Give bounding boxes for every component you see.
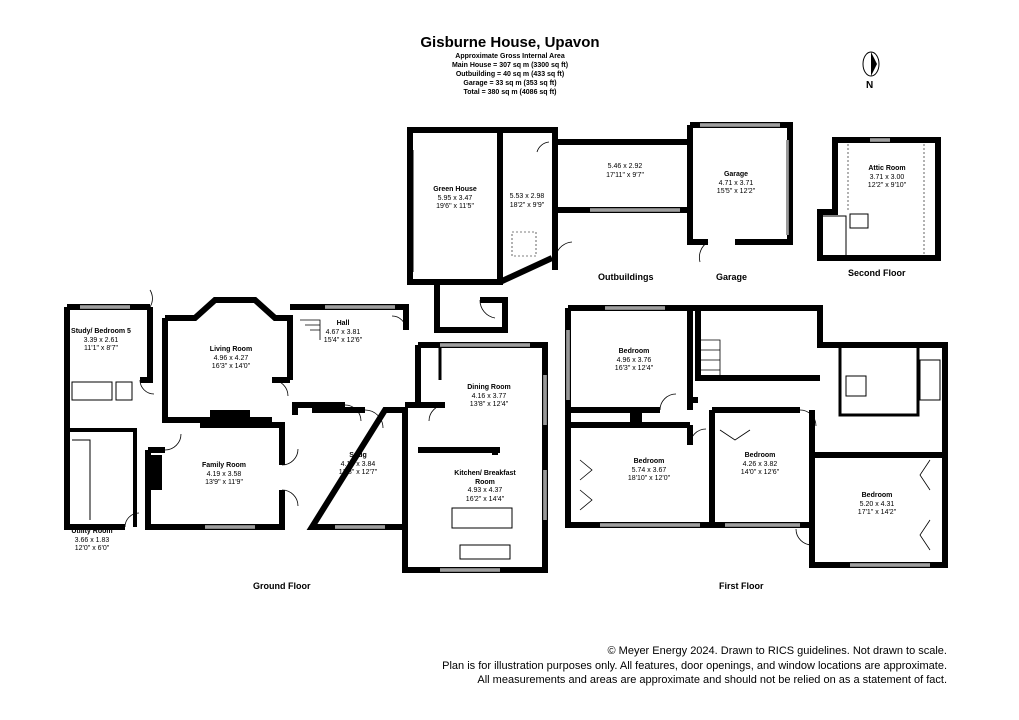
room-metric: 4.71 x 3.71: [718, 179, 754, 187]
room-metric: 4.19 x 3.58: [206, 470, 242, 478]
room-imperial: 15'4" x 12'6": [323, 337, 363, 344]
compass-label: N: [866, 80, 874, 91]
disclaimer-line-2: All measurements and areas are approxima…: [477, 674, 947, 686]
room-name: Bedroom: [633, 458, 665, 465]
room-metric: 5.20 x 4.31: [859, 500, 895, 508]
room-metric: 4.96 x 3.76: [616, 356, 652, 364]
room-metric: 5.46 x 2.92: [607, 163, 643, 170]
room-metric: 3.71 x 3.00: [869, 173, 905, 181]
outbuildings-walls: [407, 122, 793, 333]
room-name: Snug: [349, 452, 367, 459]
area-total: Total = 380 sq m (4086 sq ft): [463, 89, 557, 96]
room-metric: 3.39 x 2.61: [83, 336, 119, 344]
room-name: Kitchen/ Breakfast Room: [454, 470, 516, 486]
outbuildings-label: Outbuildings: [598, 272, 654, 282]
room-imperial: 18'10" x 12'0": [627, 475, 671, 482]
room-name: Living Room: [209, 346, 253, 353]
north-arrow-icon: [862, 51, 880, 77]
room-imperial: 12'0" x 6'0": [74, 545, 110, 552]
room-metric: 4.67 x 3.81: [325, 328, 361, 336]
disclaimer: © Meyer Energy 2024. Drawn to RICS guide…: [442, 644, 947, 688]
room-name: Bedroom: [744, 452, 776, 459]
room-imperial: 16'2" x 14'4": [465, 495, 505, 503]
room-metric: 5.95 x 3.47: [437, 194, 473, 202]
room-imperial: 12'2" x 9'10": [867, 182, 907, 189]
plan-subtitle: Approximate Gross Internal Area: [455, 53, 565, 60]
room-name: Attic Room: [868, 165, 906, 172]
room-imperial: 17'1" x 14'2": [857, 509, 897, 516]
room-imperial: 19'6" x 11'5": [436, 203, 474, 210]
room-name: Bedroom: [861, 492, 893, 499]
room-name: Hall: [336, 320, 350, 327]
room-imperial: 13'9" x 11'9": [205, 479, 243, 486]
garage-label: Garage: [716, 272, 748, 282]
room-imperial: 17'11" x 9'7": [606, 171, 644, 179]
area-main-house: Main House = 307 sq m (3300 sq ft): [451, 62, 569, 69]
room-metric: 4.26 x 3.82: [742, 460, 778, 468]
room-imperial: 13'8" x 12'4": [469, 401, 509, 408]
second-floor-label: Second Floor: [848, 268, 906, 278]
first-floor-walls: [565, 305, 948, 568]
first-floor-label: First Floor: [719, 581, 764, 591]
room-metric: 3.66 x 1.83: [74, 536, 110, 544]
plan-title: Gisburne House, Upavon: [420, 34, 600, 51]
disclaimer-line-1: Plan is for illustration purposes only. …: [442, 659, 947, 672]
room-name: Bedroom: [618, 348, 650, 355]
room-metric: 5.53 x 2.98: [509, 193, 545, 200]
area-garage: Garage = 33 sq m (353 sq ft): [463, 80, 557, 87]
room-name: Dining Room: [467, 384, 511, 391]
room-imperial: 11'1" x 8'7": [84, 345, 118, 352]
room-metric: 4.16 x 3.84: [340, 460, 376, 468]
copyright-line: © Meyer Energy 2024. Drawn to RICS guide…: [607, 645, 948, 657]
room-metric: 4.93 x 4.37: [467, 487, 503, 494]
area-outbuilding: Outbuilding = 40 sq m (433 sq ft): [455, 71, 565, 78]
room-imperial: 18'2" x 9'9": [509, 201, 545, 209]
room-imperial: 16'3" x 14'0": [211, 363, 251, 370]
room-imperial: 13'8" x 12'7": [338, 469, 378, 476]
room-name: Green House: [433, 186, 477, 193]
room-metric: 4.16 x 3.77: [471, 392, 507, 400]
second-floor-walls: [817, 137, 941, 261]
room-metric: 4.96 x 4.27: [213, 354, 249, 362]
plan-header: Gisburne House, Upavon Approximate Gross…: [310, 34, 710, 97]
room-imperial: 14'0" x 12'6": [740, 469, 780, 476]
ground-floor-label: Ground Floor: [253, 581, 311, 591]
ground-floor-walls: [64, 289, 548, 573]
room-name: Garage: [723, 171, 749, 178]
room-imperial: 15'5" x 12'2": [716, 188, 756, 195]
room-name: Family Room: [202, 462, 246, 469]
room-name: Study/ Bedroom 5: [71, 328, 131, 335]
room-name: Utility Room: [71, 528, 113, 535]
room-imperial: 16'3" x 12'4": [614, 365, 654, 372]
room-metric: 5.74 x 3.67: [631, 466, 667, 474]
